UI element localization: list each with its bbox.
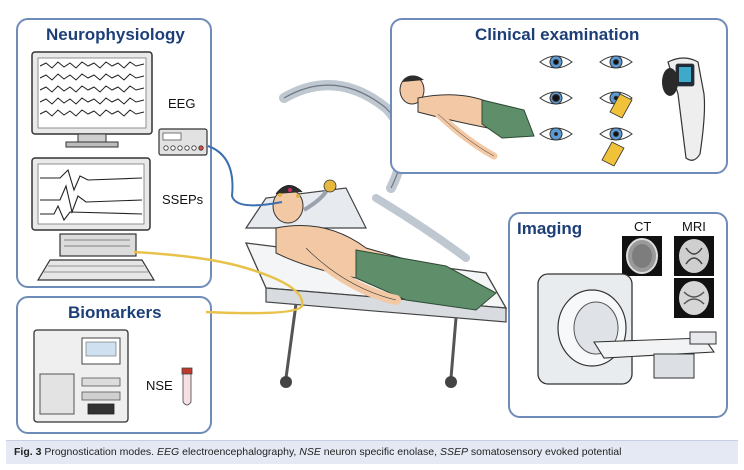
pupil-eyes-icon <box>539 55 633 141</box>
neurophysiology-title: Neurophysiology <box>46 25 185 44</box>
figure-caption: Fig. 3 Prognostication modes. EEG electr… <box>6 440 738 464</box>
caption-fig-label: Fig. 3 <box>14 446 42 458</box>
caption-abbr-nse: NSE <box>299 446 321 458</box>
clinical-patient-illustration <box>399 75 535 160</box>
eeg-label: EEG <box>168 96 196 111</box>
eeg-monitor-illustration <box>31 51 153 148</box>
penlight-icon <box>601 93 633 167</box>
lab-analyzer-illustration <box>33 329 129 423</box>
caption-def-ssep: somatosensory evoked potential <box>470 446 622 458</box>
caption-lead: Prognostication modes. <box>44 446 155 458</box>
nse-label: NSE <box>146 378 173 393</box>
monitor-cables <box>133 145 304 315</box>
ct-scan-image <box>622 236 662 276</box>
caption-abbr-eeg: EEG <box>157 446 180 458</box>
ct-label: CT <box>634 219 652 234</box>
mri-scanner-illustration <box>537 273 717 385</box>
eeg-amplifier-box <box>158 128 208 156</box>
figure: Neurophysiology EEG <box>6 6 738 464</box>
caption-def-nse: neuron specific enolase, <box>323 446 438 458</box>
blood-tube-icon <box>181 367 193 406</box>
ssep-label: SSEPs <box>162 192 204 207</box>
clinical-examination-title: Clinical examination <box>475 25 640 44</box>
mri-label: MRI <box>682 219 706 234</box>
biomarkers-title: Biomarkers <box>68 303 162 322</box>
caption-def-eeg: electroencephalography, <box>182 446 297 458</box>
patient-bed-illustration <box>244 80 508 388</box>
mri-scan-images <box>674 236 714 318</box>
imaging-title: Imaging <box>517 219 583 238</box>
ssep-monitor-illustration <box>31 157 156 281</box>
pupillometer-device-icon <box>662 57 706 161</box>
caption-abbr-ssep: SSEP <box>439 446 468 458</box>
